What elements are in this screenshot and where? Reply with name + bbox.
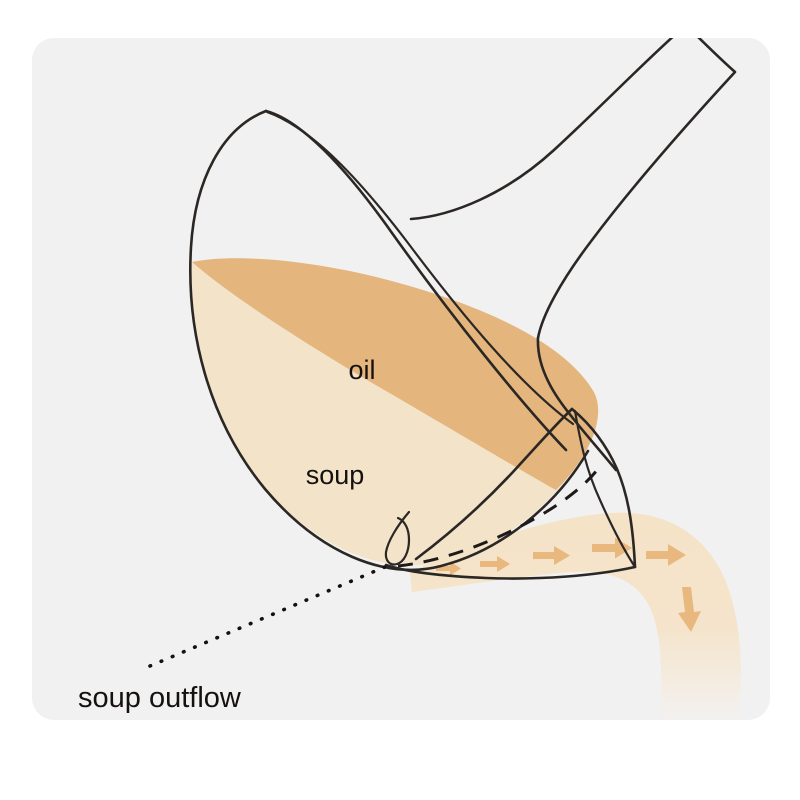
flow-arrow-2	[480, 556, 510, 572]
oil-label: oil	[348, 355, 375, 385]
liquid-body	[191, 258, 599, 566]
soup-label: soup	[306, 460, 365, 490]
spout-right-flare	[570, 407, 637, 569]
soup-outflow-leader	[148, 562, 394, 668]
spout-upper-fold	[414, 407, 574, 561]
ladle-outline	[189, 38, 737, 580]
bowl-rim-front	[265, 110, 575, 426]
oil-layer	[192, 258, 599, 490]
flow-arrow-6	[678, 587, 701, 632]
handle-outer-edge	[536, 38, 737, 340]
flow-arrow-3	[533, 546, 570, 565]
flow-arrow-1	[436, 561, 461, 576]
spout-lip-curl	[384, 510, 411, 566]
flow-arrow-5	[646, 544, 686, 566]
spout-lower-lip	[384, 563, 637, 580]
soup-outflow-label: soup outflow	[78, 682, 242, 714]
handle-lower-edge	[536, 336, 618, 472]
spout-inner-crease	[573, 409, 637, 569]
spout-hidden-edge	[397, 465, 602, 568]
bowl-outer-edge	[189, 109, 590, 572]
handle-upper-edge	[409, 38, 688, 221]
